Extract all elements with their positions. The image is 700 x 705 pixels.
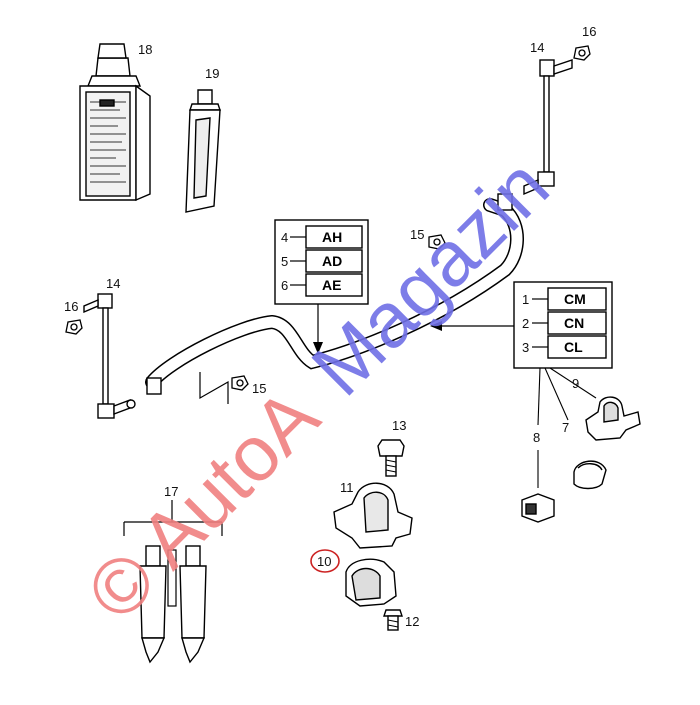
bracket-part-11 [333, 482, 413, 549]
label-10: 10 [317, 554, 331, 569]
damper-left-part-17 [139, 545, 167, 664]
bracket-leader-17 [123, 500, 223, 536]
bushing-part-7 [573, 460, 607, 490]
label-19: 19 [205, 66, 219, 81]
left-box-code: AD [322, 253, 342, 269]
nut-part-15-bar [231, 375, 249, 391]
left-box-code: AH [322, 229, 342, 245]
label-15-upper: 15 [410, 227, 424, 242]
left-box-row-num: 6 [281, 278, 288, 293]
label-14-right: 14 [530, 40, 544, 55]
right-box-row-num: 3 [522, 340, 529, 355]
label-12: 12 [405, 614, 419, 629]
bar-break-mark [199, 372, 229, 404]
nut-part-16-left [65, 319, 83, 335]
label-16-right: 16 [582, 24, 596, 39]
right-box-row-num: 1 [522, 292, 529, 307]
arrow-left-box [313, 304, 323, 354]
highlight-ring-10 [310, 549, 340, 573]
leaders-right-box [537, 367, 597, 426]
right-box-code: CN [564, 315, 584, 331]
right-box-code: CL [564, 339, 583, 355]
label-18: 18 [138, 42, 152, 57]
label-16-left: 16 [64, 299, 78, 314]
code-box-left: 4 5 6 AH AD AE [274, 219, 369, 305]
left-box-code: AE [322, 277, 341, 293]
bottle-part-18 [79, 43, 151, 202]
pin-part-17 [167, 549, 177, 607]
tube-part-19 [185, 89, 221, 213]
label-9: 9 [572, 376, 579, 391]
arrow-right-box [430, 321, 514, 331]
right-box-code: CM [564, 291, 586, 307]
bush-part-10 [345, 558, 397, 607]
label-17: 17 [164, 484, 178, 499]
label-14-left: 14 [106, 276, 120, 291]
damper-right-part-17 [179, 545, 207, 664]
link-rod-left [83, 293, 136, 419]
link-rod-right [523, 59, 573, 196]
left-box-row-num: 5 [281, 254, 288, 269]
right-box-row-num: 2 [522, 316, 529, 331]
stabilizer-bar [145, 193, 524, 395]
nut-part-16-right [573, 45, 591, 61]
clip-part-8 [521, 493, 555, 523]
code-box-right: 1 2 3 CM CN CL [513, 281, 613, 369]
left-box-row-num: 4 [281, 230, 288, 245]
nut-part-15-upper [428, 234, 446, 250]
label-7: 7 [562, 420, 569, 435]
label-8: 8 [533, 430, 540, 445]
bolt-part-13 [377, 439, 405, 477]
label-15-lower: 15 [252, 381, 266, 396]
clamp-part-9 [585, 396, 641, 441]
label-13: 13 [392, 418, 406, 433]
screw-part-12 [383, 609, 403, 631]
label-11: 11 [340, 480, 354, 495]
